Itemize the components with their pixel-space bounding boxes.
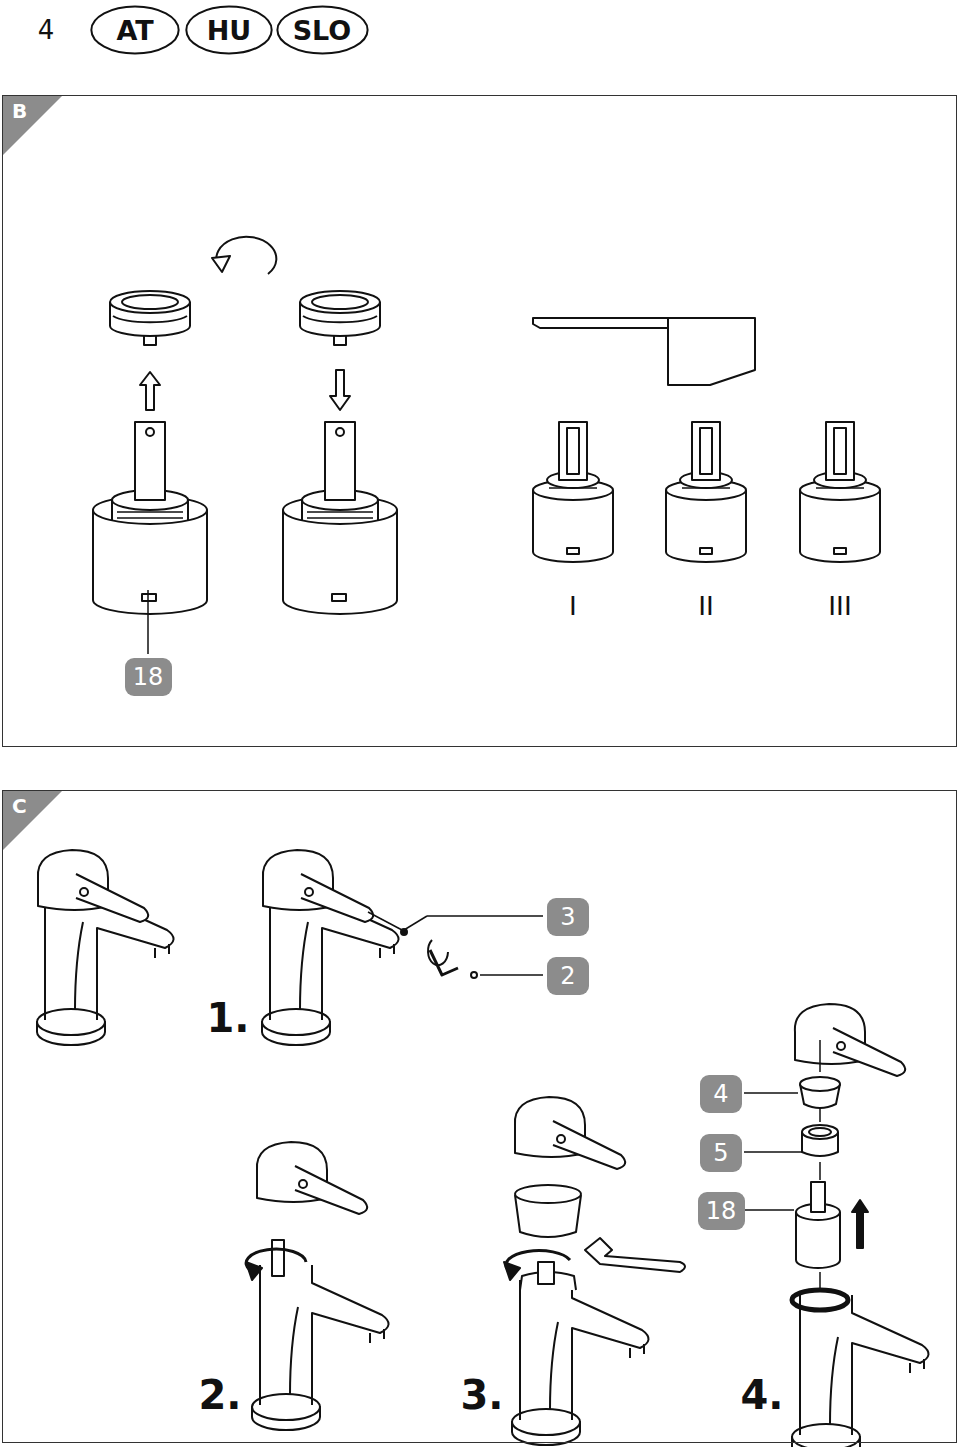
node-text: 2 [560, 962, 575, 990]
callout-number: 3 [547, 898, 589, 936]
variant-numeral: III [828, 590, 851, 622]
page-number: 4 [38, 15, 55, 45]
callout-number: 18 [698, 1192, 745, 1230]
node-text: 5 [713, 1139, 728, 1167]
country-code-ellipse: SLO [276, 5, 369, 55]
node-text: 3 [560, 903, 575, 931]
node-text: HU [207, 15, 252, 46]
country-code-ellipse: HU [185, 5, 273, 55]
node-text: 4 [713, 1080, 728, 1108]
step-number: 1. [206, 995, 249, 1041]
variant-numeral: I [569, 590, 577, 622]
country-code-ellipse: AT [90, 5, 180, 55]
figure-panel: B 18 [2, 95, 957, 747]
step-number: 3. [460, 1372, 503, 1418]
callout-number: 5 [700, 1134, 742, 1172]
node-text: SLO [293, 15, 352, 46]
callout-number: 18 [125, 658, 172, 696]
callout-number: 2 [547, 957, 589, 995]
step-number: 2. [198, 1372, 241, 1418]
node-text: 18 [706, 1197, 737, 1225]
node-text: AT [116, 15, 153, 46]
callout-number: 4 [700, 1075, 742, 1113]
step-number: 4. [740, 1372, 783, 1418]
figure-panel: C 3 2 4 5 18 [2, 790, 957, 1443]
panel-letter: B [12, 99, 27, 123]
node-text: 18 [133, 663, 164, 691]
variant-numeral: II [698, 590, 714, 622]
panel-letter: C [12, 794, 27, 818]
